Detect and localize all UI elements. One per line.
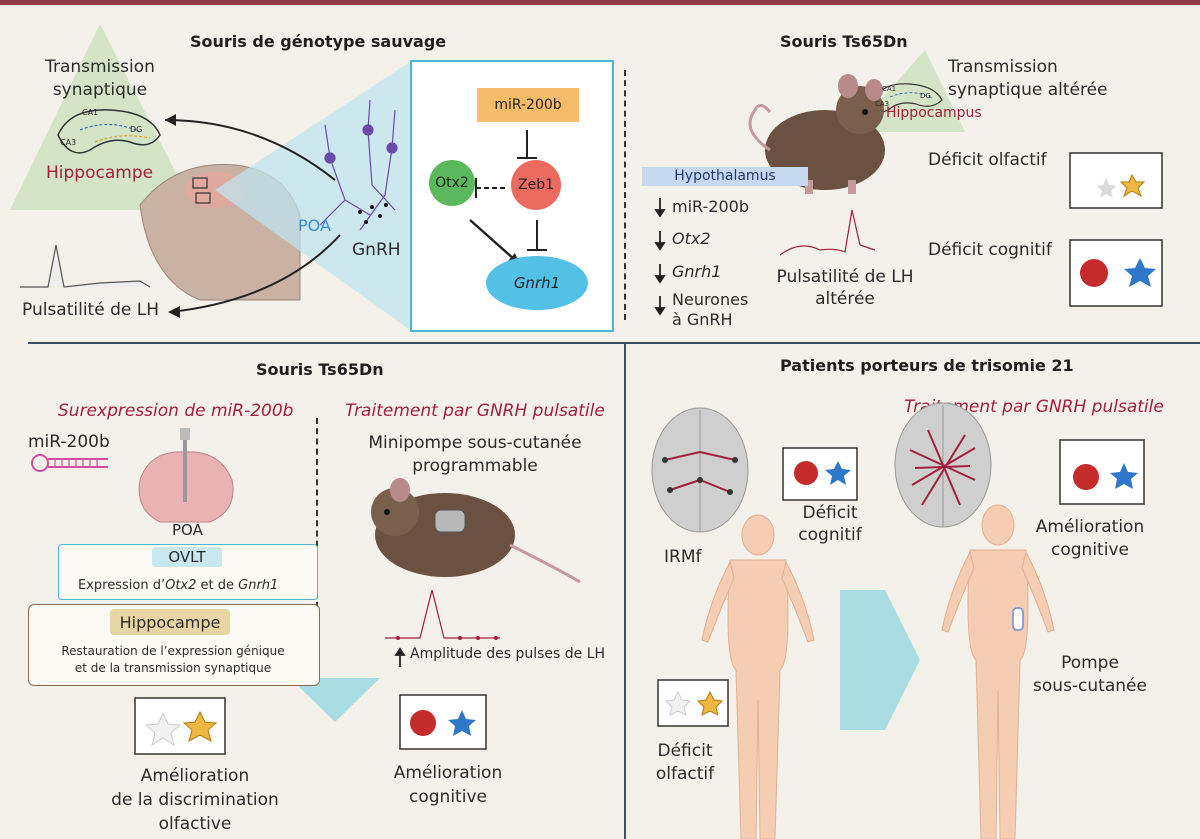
dg-label: DG [130, 125, 143, 134]
treatment-label: Traitement par GNRH pulsatile [345, 401, 605, 421]
ts65-ca3-label: CA3 [875, 100, 890, 108]
horizontal-divider [28, 342, 1200, 344]
hypothalamus-bar [642, 167, 808, 186]
list-mir: miR-200b [672, 197, 749, 216]
wild-pulsatility-label: Pulsatilité de LH [22, 300, 159, 320]
list-gnrh1: Gnrh1 [672, 262, 722, 281]
list-gnrh-neurons: à GnRH [672, 310, 733, 329]
overexpression-label: Surexpression de miR-200b [58, 401, 294, 421]
ts65-hippocampus-label: Hippocampus [886, 105, 982, 121]
amplitude-label: Amplitude des pulses de LH [410, 646, 606, 662]
ts65-bottom-illustration [31, 428, 581, 755]
mir-label: miR-200b [28, 432, 110, 452]
ca1-label: CA1 [82, 108, 99, 117]
expression-text: Expression d’Otx2 et de Gnrh1 [78, 578, 279, 593]
ts65-dg-label: DG [920, 92, 931, 100]
olfactory-deficit-label: Déficit olfactif [928, 150, 1047, 170]
down-arrow [290, 678, 380, 722]
hypothalamus-label: Hypothalamus [674, 168, 776, 184]
bottom-poa-label: POA [172, 521, 203, 539]
hippocampe-tag: Hippocampe [110, 609, 230, 635]
hippocampus-shape [57, 109, 161, 154]
gnrh-label: GnRH [352, 240, 401, 260]
poa-label: POA [298, 216, 331, 235]
patients-title: Patients porteurs de trisomie 21 [780, 356, 1074, 375]
zoom-cone [215, 62, 410, 330]
list-otx2: Otx2 [672, 229, 711, 248]
ts65-top-title: Souris Ts65Dn [780, 32, 908, 51]
altered-lh-wave [779, 209, 876, 256]
list-neurones: Neurones [672, 290, 749, 309]
vertical-divider [624, 342, 626, 839]
otx2-node: Otx2 [429, 160, 475, 206]
bottom-dashed-divider [316, 418, 318, 608]
ca3-label: CA3 [60, 138, 77, 147]
patients-cog-improve-box [1059, 439, 1145, 505]
ovlt-tag: OVLT [152, 547, 222, 567]
ts65-ca1-label: CA1 [882, 85, 897, 93]
patient-body-left [701, 514, 815, 839]
zeb1-node: Zeb1 [511, 160, 561, 210]
wild-title: Souris de génotype sauvage [190, 32, 447, 51]
patients-treatment-label: Traitement par GNRH pulsatile [904, 397, 1164, 417]
ts65-top-illustration [642, 50, 1163, 316]
top-border [0, 0, 1200, 5]
wild-hippocampe-label: Hippocampe [46, 163, 154, 183]
mir200b-node: miR-200b [477, 88, 579, 122]
irmf-label: IRMf [664, 547, 702, 567]
gnrh1-node: Gnrh1 [486, 256, 588, 310]
ts65-bottom-title: Souris Ts65Dn [256, 360, 384, 379]
wild-illustration [10, 24, 410, 330]
hippocampe-triangle [10, 24, 195, 210]
patients-illustration [651, 402, 1145, 839]
cognitive-deficit-label: Déficit cognitif [928, 240, 1052, 260]
top-dashed-divider [624, 70, 626, 320]
pulse-wave [385, 589, 500, 639]
pump-device [1012, 607, 1024, 631]
right-arrow [840, 590, 920, 730]
olfactory-deficit-box [1069, 152, 1163, 209]
lh-pulse-wave [20, 244, 151, 288]
